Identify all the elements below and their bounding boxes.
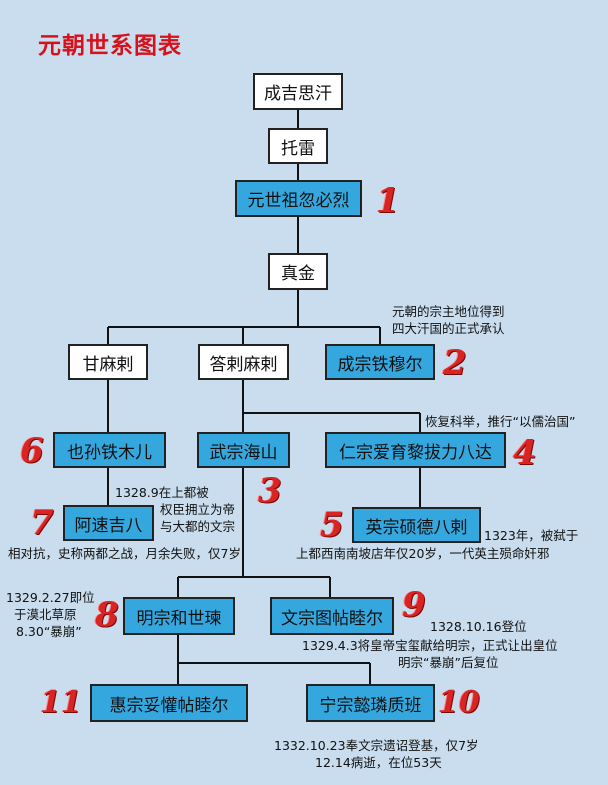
node-chengzong: 成宗铁穆尔 [325, 344, 435, 380]
note-asugiba-line3: 与大都的文宗 [160, 519, 236, 534]
note-asugiba-line2: 权臣拥立为帝 [160, 502, 236, 517]
note-asugiba-line1: 1328.9在上都被 [115, 485, 209, 500]
note-mingzong-line3: 8.30“暴崩” [16, 624, 82, 639]
note-renzong: 恢复科举，推行“以儒治国” [425, 414, 576, 429]
reign-number-ningzong: 10 [438, 685, 480, 720]
note-wenzong-line1: 1328.10.16登位 [430, 619, 527, 634]
note-ningzong-line1: 1332.10.23奉文宗遗诏登基，仅7岁 [274, 738, 479, 753]
reign-number-wenzong: 9 [402, 585, 426, 625]
node-yesun: 也孙铁木儿 [53, 432, 166, 468]
node-yingzong: 英宗硕德八剌 [352, 507, 481, 543]
node-ningzong: 宁宗懿璘质班 [306, 684, 435, 722]
node-kublai: 元世祖忽必烈 [235, 180, 362, 217]
note-asugiba-line4: 相对抗，史称两都之战，月余失败，仅7岁 [8, 546, 241, 561]
node-zhenjin: 真金 [268, 253, 328, 290]
reign-number-renzong: 4 [513, 433, 537, 473]
node-asugiba: 阿速吉八 [63, 505, 154, 541]
node-tolui: 托雷 [268, 128, 328, 164]
node-gammala: 甘麻剌 [68, 344, 148, 380]
reign-number-mingzong: 8 [95, 595, 119, 635]
reign-number-chengzong: 2 [443, 343, 467, 383]
note-mingzong-line1: 1329.2.27即位 [6, 590, 95, 605]
node-genghis: 成吉思汗 [253, 73, 343, 110]
node-renzong: 仁宗爱育黎拔力八达 [325, 432, 506, 468]
diagram-title: 元朝世系图表 [38, 33, 182, 59]
reign-number-asugiba: 7 [30, 503, 54, 543]
node-wenzong: 文宗图帖睦尔 [270, 597, 394, 635]
note-mingzong-line2: 于漠北草原 [14, 607, 77, 622]
reign-number-huizong: 11 [40, 685, 82, 720]
reign-number-wuzong: 3 [258, 471, 282, 511]
note-wenzong-line2: 1329.4.3将皇帝宝玺献给明宗，正式让出皇位 [302, 638, 558, 653]
note-yingzong-line1: 1323年，被弑于 [484, 528, 579, 543]
node-wuzong: 武宗海山 [197, 432, 290, 468]
reign-number-yingzong: 5 [320, 505, 344, 545]
node-huizong: 惠宗妥懽帖睦尔 [90, 684, 248, 722]
note-chengzong-line1: 元朝的宗主地位得到 [392, 304, 505, 319]
note-ningzong-line2: 12.14病逝，在位53天 [315, 755, 442, 770]
note-yingzong-line2: 上都西南南坡店年仅20岁，一代英主殒命奸邪 [296, 546, 550, 561]
node-darmabala: 答剌麻剌 [198, 344, 289, 380]
reign-number-kublai: 1 [376, 181, 400, 221]
note-chengzong-line2: 四大汗国的正式承认 [392, 321, 505, 336]
reign-number-yesun: 6 [20, 431, 44, 471]
note-wenzong-line3: 明宗“暴崩”后复位 [398, 655, 499, 670]
node-mingzong: 明宗和世瑓 [123, 597, 235, 635]
